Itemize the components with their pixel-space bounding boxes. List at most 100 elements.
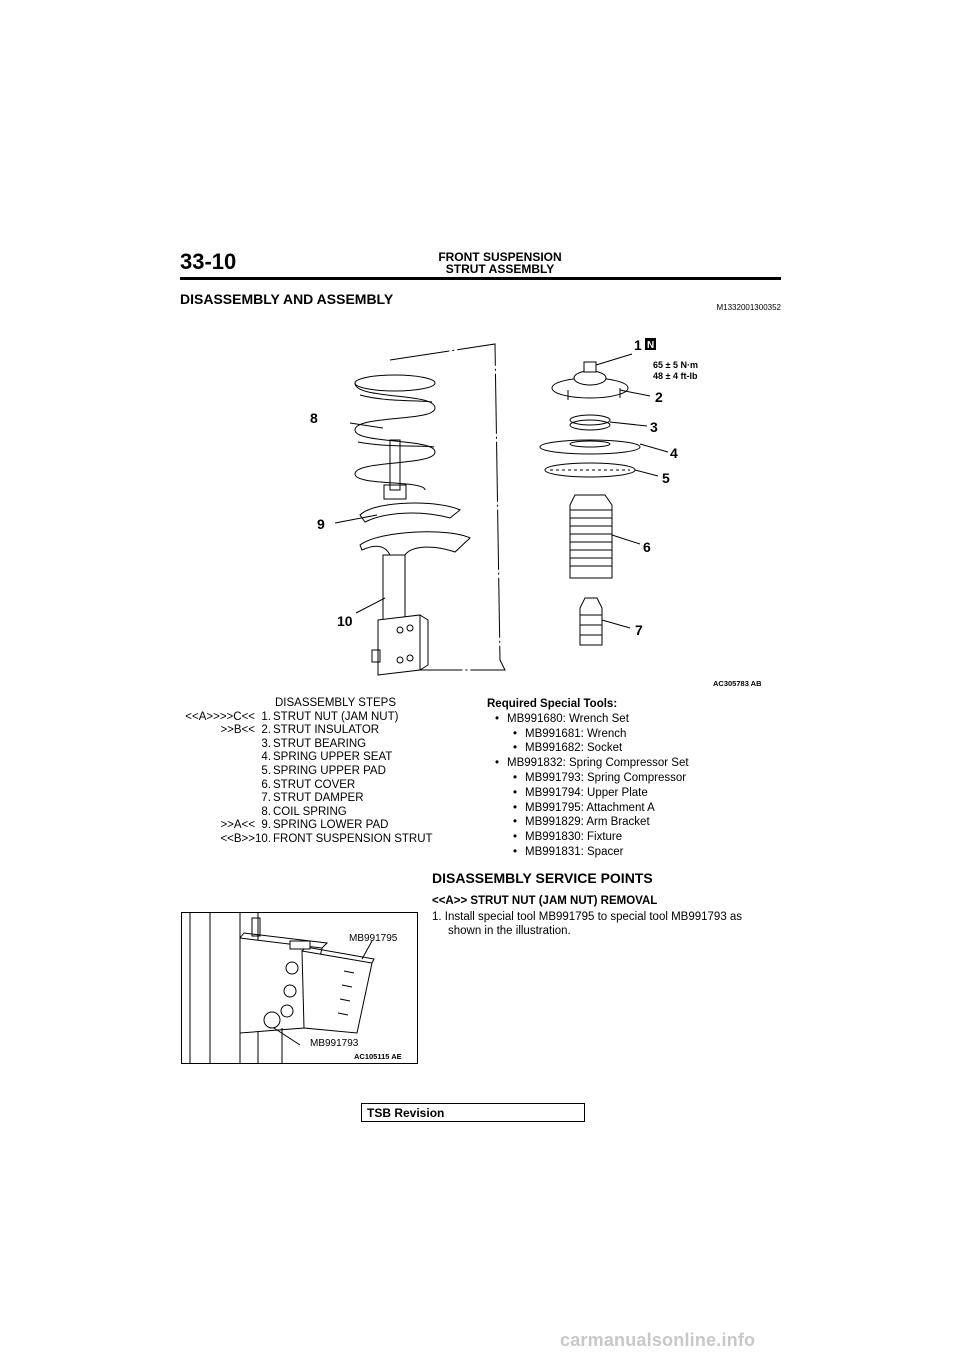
spring-compressor-figure: MB991795 MB991793 AC105115 AE [181, 912, 418, 1064]
tools-heading: Required Special Tools: [487, 698, 618, 710]
callout-8: 8 [310, 410, 318, 426]
callout-10: 10 [337, 613, 353, 629]
assembly-guide-lines [389, 343, 506, 671]
tool-item: • MB991680: Wrench Set [487, 712, 787, 727]
main-figure-id: AC305783 AB [713, 679, 762, 688]
strut-damper-illustration [579, 597, 603, 646]
tool-text: MB991795: Attachment A [525, 801, 655, 814]
step-text: SPRING UPPER PAD [273, 764, 386, 777]
strut-rod [389, 439, 401, 491]
strut-body [382, 554, 406, 626]
step-text: COIL SPRING [273, 805, 347, 818]
bullet-icon: • [495, 712, 500, 725]
step-text: STRUT INSULATOR [273, 724, 380, 737]
header-rule [180, 277, 781, 280]
bullet-icon: • [513, 771, 518, 784]
step-service-marks: <<B>> [220, 832, 255, 845]
tool-item: • MB991682: Socket [487, 741, 787, 756]
step-row: 8.COIL SPRING [180, 806, 470, 820]
strut-cover-illustration [569, 494, 613, 579]
disassembly-steps: DISASSEMBLY STEPS <<A>>>>C<<1.STRUT NUT … [180, 697, 470, 847]
instruction-line: 1. Install special tool MB991795 to spec… [432, 911, 743, 923]
bullet-icon: • [513, 816, 518, 829]
small-figure-id: AC105115 AE [354, 1052, 402, 1061]
step-text: SPRING LOWER PAD [273, 819, 389, 832]
strut-exploded-diagram: 1 2 3 4 5 6 7 8 9 10 N 65 ± 5 N·m 48 ± 4… [310, 337, 762, 688]
step-number: 8. [261, 805, 271, 818]
special-tools-list: Required Special Tools: • MB991680: Wrenc… [487, 697, 787, 860]
tool-item: • MB991793: Spring Compressor [487, 771, 787, 786]
label-mb991795: MB991795 [349, 933, 398, 944]
step-number: 10. [255, 832, 271, 845]
step-number: 2. [261, 724, 271, 737]
svg-text:N: N [647, 340, 654, 351]
step-row: 4.SPRING UPPER SEAT [180, 751, 470, 765]
step-row: >>A<< 9.SPRING LOWER PAD [180, 819, 470, 833]
tsb-revision-box: TSB Revision [361, 1103, 585, 1122]
tool-text: MB991794: Upper Plate [525, 786, 648, 799]
tool-item: •MB991831: Spacer [487, 845, 787, 860]
tool-item: • MB991795: Attachment A [487, 801, 787, 816]
service-point-subtitle: <<A>> STRUT NUT (JAM NUT) REMOVAL [432, 895, 658, 907]
tool-item: •MB991832: Spring Compressor Set [487, 756, 787, 771]
section-name: FRONT SUSPENSION [438, 250, 562, 264]
label-mb991793: MB991793 [310, 1038, 359, 1049]
step-service-marks: >>B<< [220, 724, 255, 737]
bullet-icon: • [513, 742, 518, 755]
section-title: DISASSEMBLY AND ASSEMBLY [180, 291, 394, 307]
step-number: 4. [261, 751, 271, 764]
subsection-name: STRUT ASSEMBLY [445, 262, 555, 276]
step-row: >>B<< 2.STRUT INSULATOR [180, 724, 470, 738]
callout-9: 9 [317, 516, 325, 532]
tool-text: MB991831: Spacer [525, 845, 624, 858]
step-service-marks: >>A<< [220, 819, 255, 832]
instruction-line: shown in the illustration. [448, 925, 571, 938]
bullet-icon: • [513, 831, 518, 844]
tool-item: • MB991681: Wrench [487, 727, 787, 742]
callout-3: 3 [650, 419, 658, 435]
step-text: FRONT SUSPENSION STRUT [273, 832, 433, 845]
step-text: STRUT DAMPER [273, 792, 364, 805]
step-number: 5. [261, 764, 271, 777]
step-number: 7. [261, 792, 271, 805]
step-text: SPRING UPPER SEAT [273, 751, 393, 764]
torque-imperial: 48 ± 4 ft-lb [653, 371, 698, 381]
callout-6: 6 [643, 539, 651, 555]
step-number: 9. [261, 819, 271, 832]
tool-text: MB991793: Spring Compressor [525, 771, 687, 784]
document-id: M1332001300352 [716, 303, 781, 312]
callout-4: 4 [670, 445, 678, 461]
step-row: 6.STRUT COVER [180, 779, 470, 793]
bullet-icon: • [513, 727, 518, 740]
mb991795-attachment [301, 950, 373, 1034]
step-row: 7.STRUT DAMPER [180, 792, 470, 806]
bullet-icon: • [513, 786, 518, 799]
step-row: <<A>>>>C<< 1.STRUT NUT (JAM NUT) [180, 711, 470, 725]
strut-insulator-illustration [551, 361, 629, 400]
tool-text: MB991682: Socket [525, 742, 623, 755]
step-number: 1. [261, 710, 271, 723]
step-text: STRUT NUT (JAM NUT) [273, 710, 399, 723]
step-row: <<B>>10.FRONT SUSPENSION STRUT [180, 833, 470, 847]
lower-spring-seat [359, 531, 471, 556]
step-number: 6. [261, 778, 271, 791]
torque-metric: 65 ± 5 N·m [653, 360, 698, 370]
tool-item: • MB991794: Upper Plate [487, 786, 787, 801]
tool-text: MB991830: Fixture [525, 831, 623, 844]
step-service-marks: <<A>>>>C<< [185, 710, 255, 723]
bullet-icon: • [513, 801, 518, 814]
tool-text: MB991832: Spring Compressor Set [507, 757, 689, 770]
tool-text: MB991680: Wrench Set [507, 712, 629, 725]
coil-spring-illustration [354, 374, 436, 491]
tool-item: • MB991830: Fixture [487, 830, 787, 845]
callout-2: 2 [655, 389, 663, 405]
tool-text: MB991681: Wrench [525, 727, 627, 740]
new-part-icon: N [645, 338, 656, 351]
service-points-title: DISASSEMBLY SERVICE POINTS [432, 870, 653, 886]
spring-lower-pad [359, 502, 461, 523]
callout-5: 5 [662, 470, 670, 486]
tool-text: MB991829: Arm Bracket [525, 816, 650, 829]
running-header: FRONT SUSPENSION STRUT ASSEMBLY [420, 251, 580, 275]
step-text: STRUT COVER [273, 778, 356, 791]
step-row: 5.SPRING UPPER PAD [180, 765, 470, 779]
